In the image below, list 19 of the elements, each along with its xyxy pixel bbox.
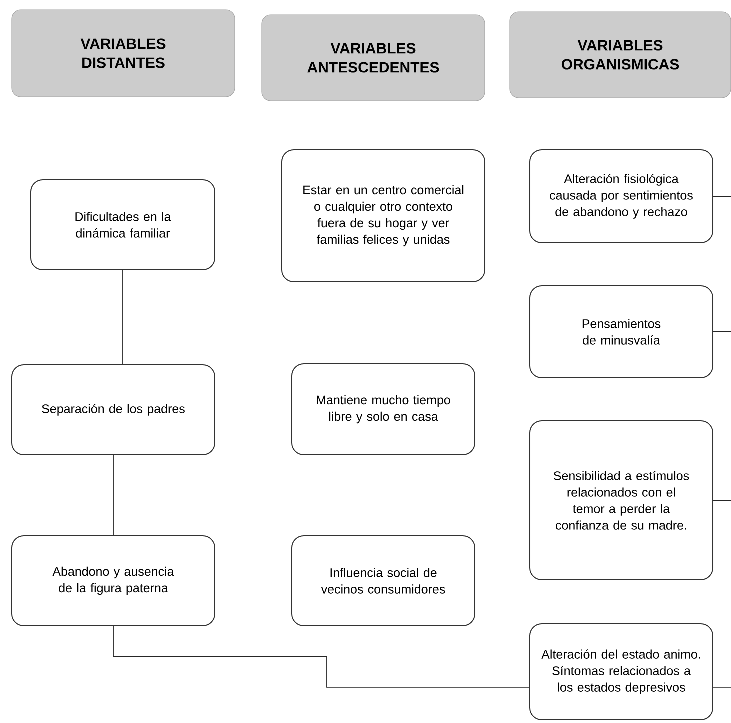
text-box: Pensamientos de minusvalía bbox=[530, 286, 714, 378]
connector-line bbox=[713, 686, 731, 688]
text-box: Abandono y ausencia de la figura paterna bbox=[12, 536, 216, 626]
text-box: Sensibilidad a estímulos relacionados con el temor a perder la confianza de su madre. bbox=[530, 420, 714, 580]
connector-line bbox=[122, 270, 124, 365]
header-box: VARIABLES ANTESCEDENTES bbox=[262, 14, 486, 102]
connector-line bbox=[713, 196, 731, 197]
text-box: Separación de los padres bbox=[12, 364, 216, 456]
connector-line bbox=[713, 500, 731, 501]
header-box: VARIABLES DISTANTES bbox=[12, 10, 236, 98]
text-box: Alteración del estado animo. Síntomas relacionados a los estados depresivos bbox=[530, 624, 714, 720]
header-box: VARIABLES ORGANISMICAS bbox=[510, 12, 731, 98]
text-box: Mantiene mucho tiempo libre y solo en casa bbox=[292, 364, 476, 456]
connector-line bbox=[113, 455, 114, 536]
text-box: Dificultades en la dinámica familiar bbox=[30, 180, 216, 270]
connector-line bbox=[113, 626, 530, 688]
text-box: Estar en un centro comercial o cualquier otro contexto fuera de su hogar y ver familias felices y unidas bbox=[282, 150, 486, 282]
text-box: Alteración fisiológica causada por sentimientos de abandono y rechazo bbox=[530, 150, 714, 244]
text-box: Influencia social de vecinos consumidores bbox=[292, 536, 476, 626]
